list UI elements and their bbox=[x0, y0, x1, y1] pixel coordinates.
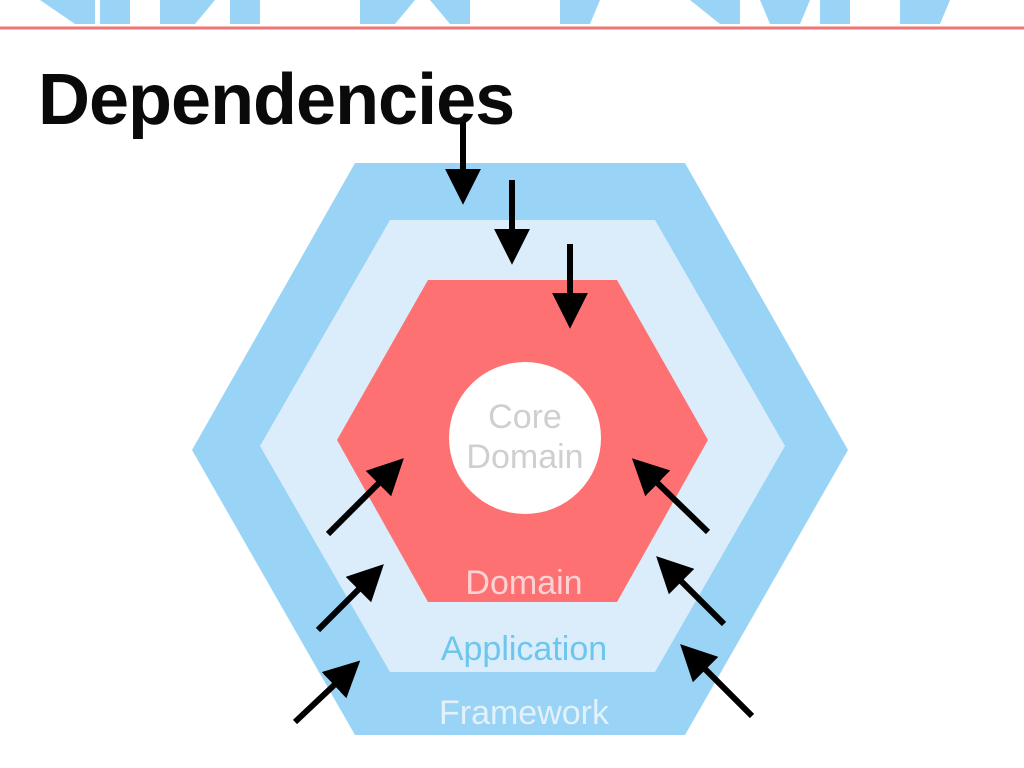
arrow-icon bbox=[325, 458, 404, 537]
banner-shapes bbox=[40, 0, 950, 24]
domain-label: Domain bbox=[465, 564, 582, 602]
framework-label: Framework bbox=[439, 694, 610, 732]
arrow-icon bbox=[680, 644, 755, 719]
application-label: Application bbox=[441, 630, 607, 668]
arrow-icon bbox=[631, 458, 711, 535]
arrow-icon bbox=[656, 556, 727, 627]
dependency-arrows bbox=[292, 122, 755, 725]
core-domain-label-line2: Domain bbox=[466, 438, 583, 476]
arrow-icon bbox=[292, 660, 361, 725]
top-banner-decoration bbox=[0, 0, 1024, 30]
arrow-icon bbox=[315, 564, 384, 633]
core-domain-label-line1: Core bbox=[488, 398, 562, 436]
core-domain-circle bbox=[449, 362, 601, 514]
slide-title: Dependencies bbox=[38, 60, 515, 140]
